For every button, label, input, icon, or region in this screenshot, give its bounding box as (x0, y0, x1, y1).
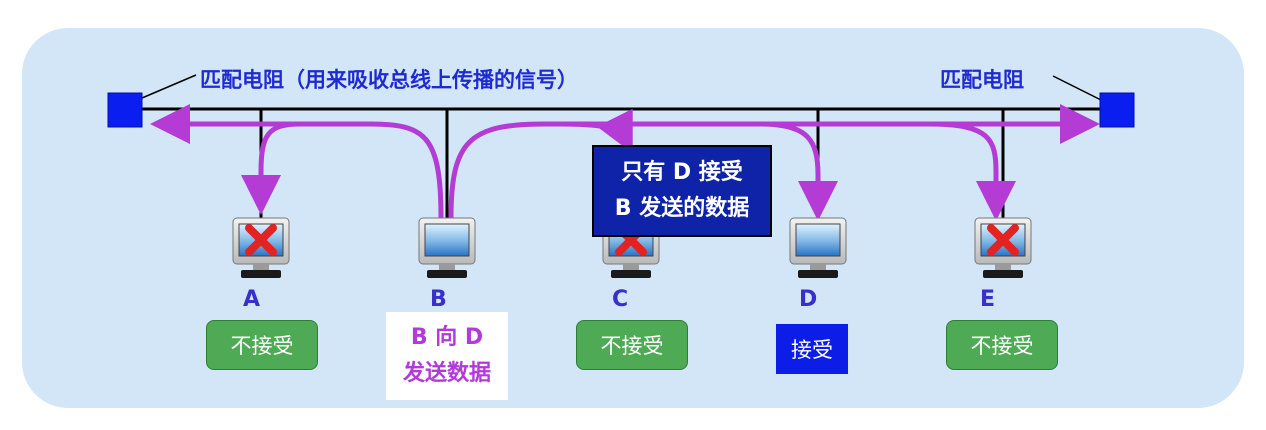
right-terminator-label: 匹配电阻 (940, 68, 1024, 92)
station-b-monitor-icon (418, 217, 476, 278)
signal-arrow-to-d (757, 121, 838, 221)
signal-arrow-right (448, 104, 1100, 221)
left-terminator-leader (141, 74, 197, 99)
signal-arrow-to-e (927, 121, 1016, 221)
station-a-monitor-icon (232, 217, 290, 278)
signal-paths (150, 104, 1100, 221)
left-terminator-label: 匹配电阻（用来吸收总线上传播的信号） (200, 68, 578, 92)
station-d-label: D (799, 287, 818, 312)
only-d-accepts-callout: 只有 D 接受 B 发送的数据 (592, 145, 772, 237)
station-e-monitor-icon (974, 217, 1032, 278)
station-a-red-x-icon (245, 224, 277, 256)
sender-note: B 向 D 发送数据 (386, 312, 508, 400)
station-e-label: E (980, 287, 996, 312)
station-a-label: A (243, 287, 261, 312)
sender-note-line-2: 发送数据 (402, 361, 491, 386)
station-c-label: C (612, 287, 629, 312)
right-terminator-leader (1052, 75, 1104, 102)
callout-line-1: 只有 D 接受 (621, 160, 743, 185)
sender-note-line-1: B 向 D (410, 325, 484, 350)
station-b-label: B (430, 287, 447, 312)
signal-arrow-to-a (241, 121, 375, 215)
station-d-status-badge: 接受 (776, 324, 848, 374)
left-terminator-icon (107, 92, 143, 128)
station-e-status-badge: 不接受 (946, 320, 1058, 370)
callout-line-2: B 发送的数据 (614, 196, 750, 221)
signal-arrow-left (150, 104, 444, 221)
station-a-status-badge: 不接受 (206, 320, 318, 370)
station-e-red-x-icon (987, 224, 1019, 256)
right-terminator-icon (1099, 92, 1135, 128)
signal-arrow-to-c (557, 108, 633, 154)
station-d-monitor-icon (789, 217, 847, 278)
station-c-status-badge: 不接受 (576, 320, 688, 370)
